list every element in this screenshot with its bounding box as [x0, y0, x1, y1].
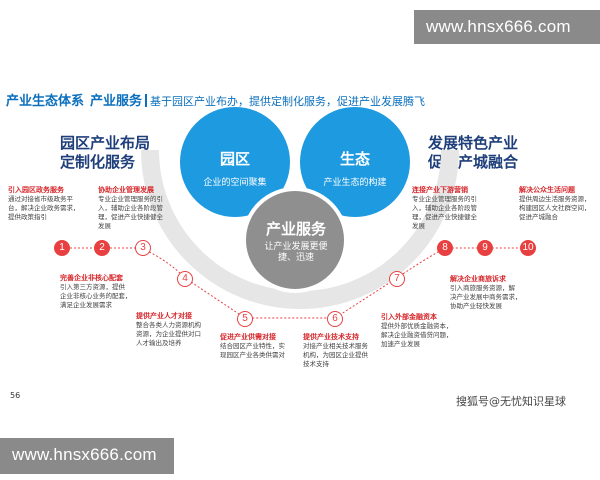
ecology-circle — [300, 107, 410, 217]
step-box-8: 连接产业下游营销 专业企业管理服务的引 入，辅助企业各阶段管 理，促进产业快捷健… — [412, 186, 507, 231]
step-line: 结合园区产业特性，实 — [220, 342, 285, 350]
step-line: 发展 — [98, 222, 111, 230]
step-line: 机构，为园区企业提供 — [303, 351, 368, 359]
step-title-3: 完善企业非核心配套 — [60, 274, 123, 282]
step-line: 构建园区人文社群空间， — [519, 204, 591, 212]
step-line: 入，辅助企业各阶段管 — [412, 204, 477, 212]
step-node-10: 10 — [520, 240, 536, 256]
step-box-9: 解决企业商旅诉求 引入商旅服务资源，解 决产业发展中商务需求， 协助产业轻快发展 — [450, 275, 548, 311]
service-subtitle: 让产业发展更便捷、迅速 — [264, 242, 328, 263]
step-line: 协助产业轻快发展 — [450, 302, 502, 310]
step-line: 通过对接省市级政务平 — [8, 195, 73, 203]
watermark-top: www.hnsx666.com — [414, 10, 600, 44]
step-box-10: 解决公众生活问题 提供周边生活服务资源， 构建园区人文社群空间， 促进产城融合 — [519, 186, 599, 222]
step-box-1: 引入园区政务服务 通过对接省市级政务平 台，解决企业政务需求， 提供政策指引 — [8, 186, 103, 222]
step-line: 企业非核心业务的配套， — [60, 292, 132, 300]
step-line: 理，促进产业快捷健全 — [412, 213, 477, 221]
step-title-6: 提供产业技术支持 — [303, 333, 359, 341]
step-box-3: 完善企业非核心配套 引入第三方资源，提供 企业非核心业务的配套， 满足企业发展需… — [60, 274, 160, 310]
page-number: 56 — [10, 391, 21, 400]
step-node-7: 7 — [389, 271, 405, 287]
step-node-3: 3 — [135, 240, 151, 256]
step-line: 决产业发展中商务需求， — [450, 293, 522, 301]
service-circle-text: 产业服务 让产业发展更便捷、迅速 — [258, 218, 334, 264]
step-box-4: 提供产业人才对接 整合各类人力资源机构 资源，为企业提供对口 人才输出及培养 — [136, 312, 228, 348]
watermark-bottom: www.hnsx666.com — [0, 438, 174, 474]
step-line: 加速产业发展 — [381, 340, 420, 348]
park-circle — [180, 107, 290, 217]
left-heading-line1: 园区产业布局 — [60, 134, 151, 152]
step-line: 引入第三方资源，提供 — [60, 283, 125, 291]
step-node-6: 6 — [327, 311, 343, 327]
step-line: 理，促进产业快捷健全 — [98, 213, 163, 221]
step-title-1: 引入园区政务服务 — [8, 186, 64, 194]
title-desc: 基于园区产业布办，提供定制化服务，促进产业发展腾飞 — [150, 95, 426, 108]
park-circle-text: 园区 企业的空间聚集 — [185, 148, 285, 188]
step-node-8: 8 — [437, 240, 453, 256]
ecology-circle-text: 生态 产业生态的构建 — [305, 148, 405, 188]
step-node-4: 4 — [177, 271, 193, 287]
step-box-5: 促进产业供需对接 结合园区产业特性，实 现园区产业各类供需对 — [220, 333, 312, 360]
step-node-5: 5 — [237, 311, 253, 327]
step-line: 人才输出及培养 — [136, 339, 182, 347]
background-arc — [141, 149, 459, 309]
page-title: 产业生态体系产业服务基于园区产业布办，提供定制化服务，促进产业发展腾飞 — [6, 90, 425, 109]
step-line: 满足企业发展需求 — [60, 301, 112, 309]
step-box-7: 引入外部金融资本 提供外部优质金融资本， 解决企业融资借贷问题， 加速产业发展 — [381, 313, 477, 349]
park-subtitle: 企业的空间聚集 — [203, 178, 267, 188]
step-line: 专业企业管理服务的引 — [98, 195, 163, 203]
step-line: 提供政策指引 — [8, 213, 47, 221]
step-line: 发展 — [412, 222, 425, 230]
step-title-10: 解决公众生活问题 — [519, 186, 575, 194]
step-node-1: 1 — [54, 240, 70, 256]
step-line: 提供周边生活服务资源， — [519, 195, 591, 203]
step-line: 促进产城融合 — [519, 213, 558, 221]
source-credit: 搜狐号@无忧知识星球 — [456, 395, 566, 408]
right-heading-line1: 发展特色产业 — [428, 134, 519, 152]
title-sub: 产业服务 — [90, 94, 143, 109]
service-title: 产业服务 — [265, 220, 326, 238]
step-line: 引入商旅服务资源，解 — [450, 284, 515, 292]
step-title-4: 提供产业人才对接 — [136, 312, 192, 320]
step-line: 现园区产业各类供需对 — [220, 351, 285, 359]
step-box-2: 协助企业管理发展 专业企业管理服务的引 入，辅助企业各阶段管 理，促进产业快捷健… — [98, 186, 193, 231]
step-line: 入，辅助企业各阶段管 — [98, 204, 163, 212]
step-line: 解决企业融资借贷问题， — [381, 331, 453, 339]
process-path — [62, 247, 528, 319]
left-heading-line2: 定制化服务 — [60, 153, 136, 171]
step-line: 专业企业管理服务的引 — [412, 195, 477, 203]
step-title-8: 连接产业下游营销 — [412, 186, 468, 194]
step-line: 对接产业相关技术服务 — [303, 342, 368, 350]
step-title-7: 引入外部金融资本 — [381, 313, 437, 321]
step-line: 资源，为企业提供对口 — [136, 330, 201, 338]
step-line: 提供外部优质金融资本， — [381, 322, 453, 330]
left-heading: 园区产业布局 定制化服务 — [60, 134, 150, 172]
step-title-5: 促进产业供需对接 — [220, 333, 276, 341]
park-title: 园区 — [219, 150, 250, 168]
ecology-title: 生态 — [339, 150, 370, 168]
step-node-2: 2 — [94, 240, 110, 256]
title-main: 产业生态体系 — [6, 94, 85, 109]
step-line: 技术支持 — [303, 360, 329, 368]
step-line: 台，解决企业政务需求， — [8, 204, 80, 212]
step-title-9: 解决企业商旅诉求 — [450, 275, 506, 283]
step-box-6: 提供产业技术支持 对接产业相关技术服务 机构，为园区企业提供 技术支持 — [303, 333, 395, 369]
step-node-9: 9 — [477, 240, 493, 256]
title-divider — [145, 94, 148, 107]
service-circle — [242, 187, 348, 293]
ecology-subtitle: 产业生态的构建 — [323, 178, 387, 188]
step-title-2: 协助企业管理发展 — [98, 186, 154, 194]
step-line: 整合各类人力资源机构 — [136, 321, 201, 329]
